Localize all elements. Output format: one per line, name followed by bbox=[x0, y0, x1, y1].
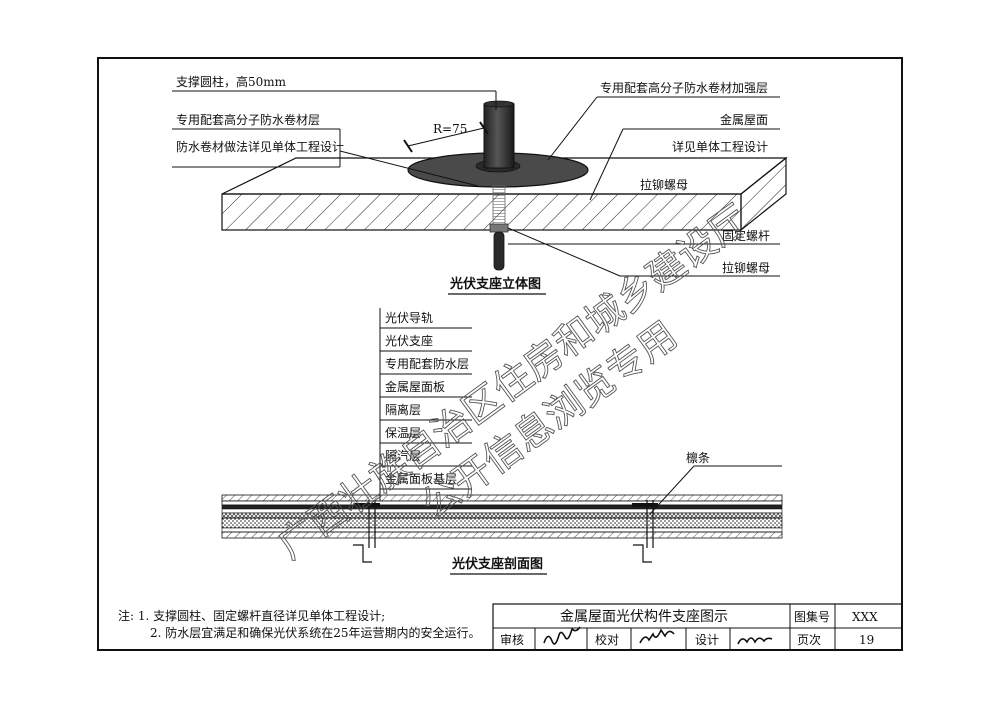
layer-label-5: 保温层 bbox=[385, 426, 421, 440]
roof-slab-front bbox=[221, 193, 742, 231]
rivet-nut-lower bbox=[489, 223, 509, 233]
roof-slab-side bbox=[740, 156, 787, 232]
atlas-value: XXX bbox=[852, 610, 878, 624]
layer-label-7: 金属面板基层 bbox=[385, 471, 457, 486]
signature-check bbox=[639, 628, 675, 644]
caption-section: 光伏支座剖面图 bbox=[451, 556, 543, 572]
section-view: 光伏导轨 光伏支座 专用配套防水层 金属屋面板 隔离层 保温层 隔汽层 金属面板… bbox=[221, 308, 783, 575]
label-roof-note: 详见单体工程设计 bbox=[672, 139, 768, 154]
layer-label-3: 金属屋面板 bbox=[385, 379, 445, 394]
layer-label-4: 隔离层 bbox=[385, 402, 421, 417]
label-fixing-bolt: 固定螺杆 bbox=[722, 228, 770, 243]
check-label: 校对 bbox=[595, 632, 619, 647]
label-support-column: 支撑圆柱，高50mm bbox=[176, 74, 287, 89]
label-membrane-note: 防水卷材做法详见单体工程设计 bbox=[176, 139, 344, 154]
notes: 注: 1. 支撑圆柱、固定螺杆直径详见单体工程设计; 2. 防水层宜满足和确保光… bbox=[118, 608, 481, 640]
section-support-right bbox=[632, 503, 658, 507]
radius-dim-line bbox=[407, 127, 485, 147]
label-rivet-nut-top: 拉铆螺母 bbox=[640, 177, 688, 192]
review-label: 审核 bbox=[500, 632, 524, 647]
section-support-left bbox=[354, 503, 380, 507]
label-metal-roof: 金属屋面 bbox=[720, 112, 768, 127]
caption-elevation: 光伏支座立体图 bbox=[449, 276, 541, 292]
radius-label: R=75 bbox=[433, 122, 467, 136]
signature-design bbox=[737, 637, 773, 645]
drawing-title: 金属屋面光伏构件支座图示 bbox=[560, 609, 728, 625]
support-column-top bbox=[483, 100, 515, 108]
label-purlin: 檩条 bbox=[686, 450, 710, 465]
layer-label-stack: 光伏导轨 光伏支座 专用配套防水层 金属屋面板 隔离层 保温层 隔汽层 金属面板… bbox=[380, 311, 472, 490]
layer-rail bbox=[221, 494, 783, 502]
atlas-label: 图集号 bbox=[794, 609, 830, 624]
layer-label-2: 专用配套防水层 bbox=[385, 356, 469, 371]
note-line-1: 注: 1. 支撑圆柱、固定螺杆直径详见单体工程设计; bbox=[118, 608, 385, 623]
fixing-bolt bbox=[493, 231, 505, 271]
support-column bbox=[483, 103, 515, 169]
purlin-left bbox=[353, 544, 372, 563]
layer-label-6: 隔汽层 bbox=[385, 448, 421, 463]
signature-review bbox=[543, 626, 581, 645]
layer-label-0: 光伏导轨 bbox=[385, 311, 433, 325]
elevation-view: R=75 支撑圆柱，高50mm 专用配套高分子防水卷材层 防水卷材做法详见单体工… bbox=[172, 74, 788, 295]
page-label: 页次 bbox=[797, 633, 821, 647]
title-block: 金属屋面光伏构件支座图示 图集号 XXX 审核 校对 设计 页次 19 bbox=[492, 603, 903, 651]
purlin-right bbox=[633, 544, 652, 563]
label-rivet-nut-bottom: 拉铆螺母 bbox=[722, 260, 770, 275]
watermark: 广西壮族自治区住房和城乡建设厅 公开信息浏览专用 bbox=[269, 196, 757, 568]
layer-label-1: 光伏支座 bbox=[385, 333, 433, 348]
page-value: 19 bbox=[859, 633, 874, 647]
layer-base-panel bbox=[221, 531, 783, 539]
label-reinforcement: 专用配套高分子防水卷材加强层 bbox=[600, 80, 768, 95]
design-label: 设计 bbox=[695, 633, 719, 647]
label-membrane-layer: 专用配套高分子防水卷材层 bbox=[176, 112, 320, 127]
bolt-upper bbox=[492, 185, 506, 227]
note-line-2: 2. 防水层宜满足和确保光伏系统在25年运营期内的安全运行。 bbox=[150, 625, 481, 640]
